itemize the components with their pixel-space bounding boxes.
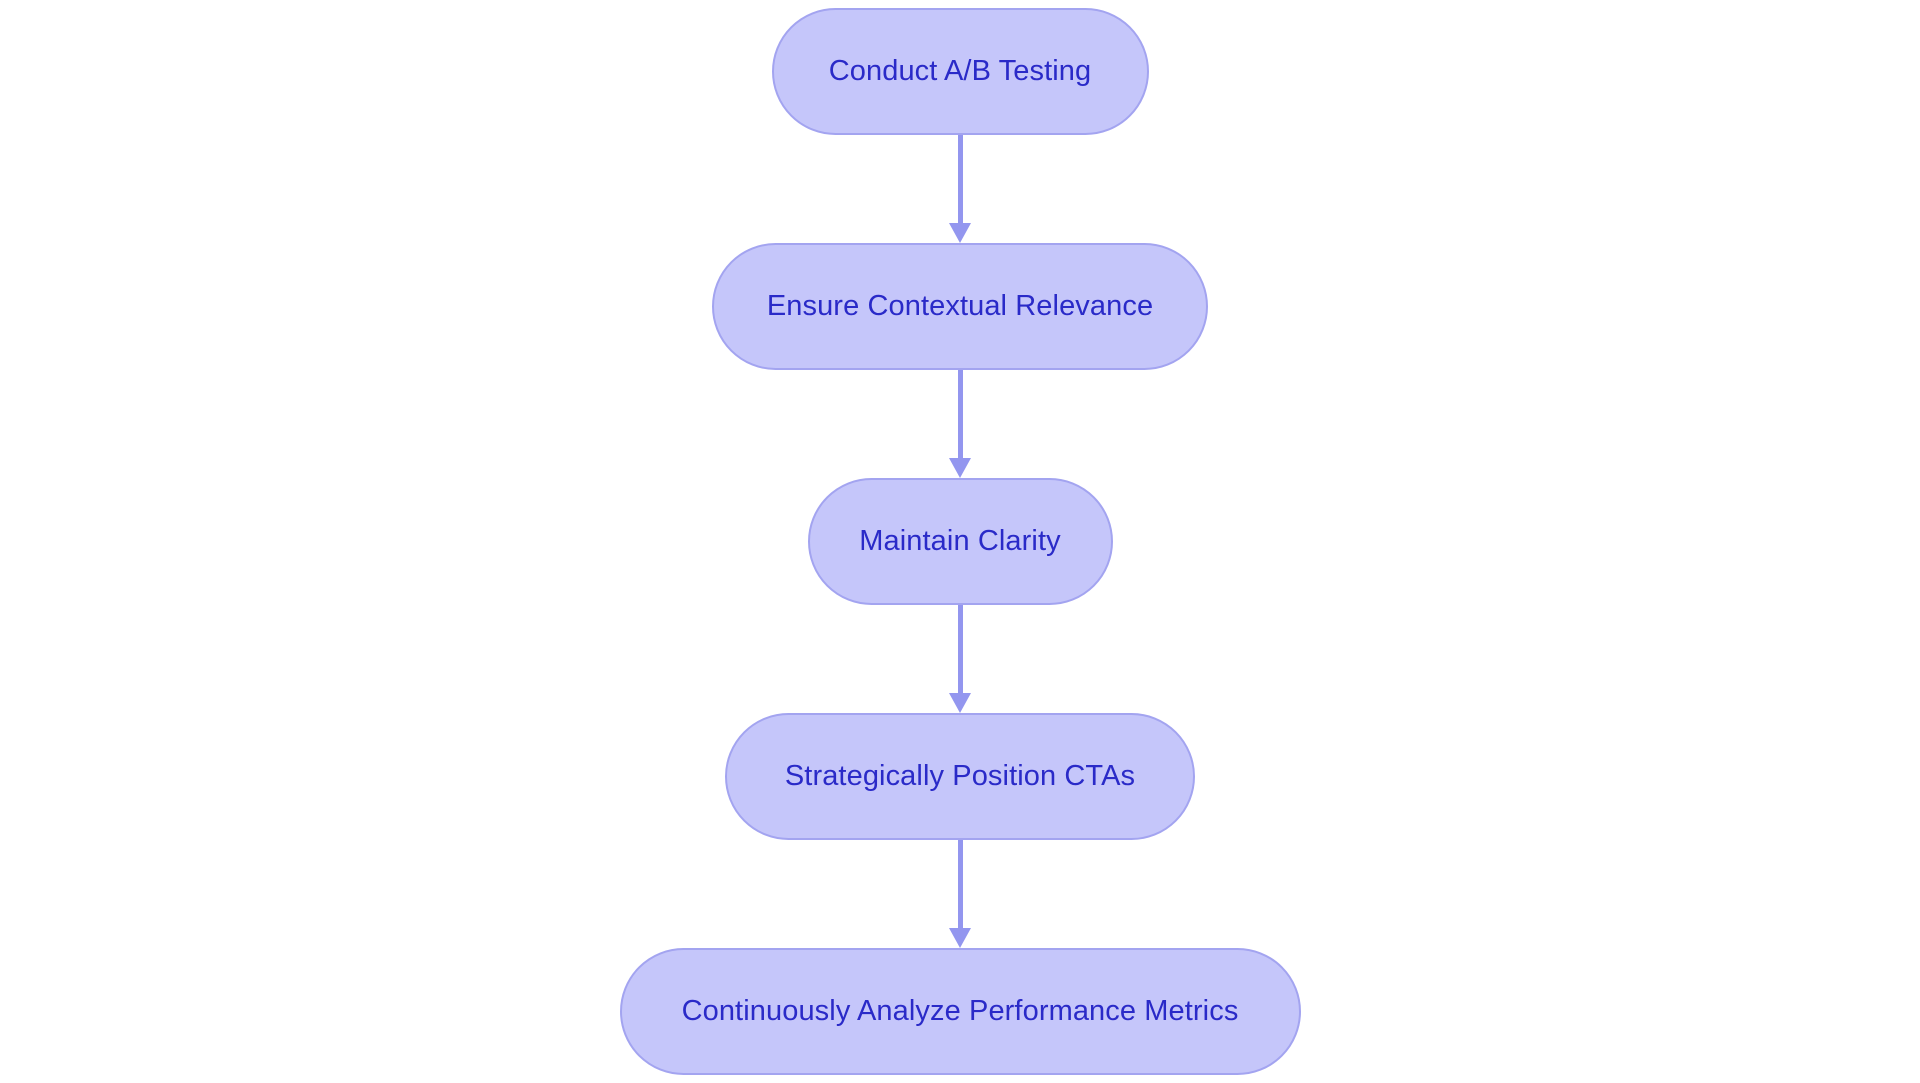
flow-node-label: Strategically Position CTAs — [784, 760, 1136, 792]
flow-edge-node-4-to-node-5 — [948, 840, 972, 948]
flow-node-label: Continuously Analyze Performance Metrics — [681, 995, 1239, 1027]
arrow-down-icon — [949, 458, 971, 478]
flow-node-label: Conduct A/B Testing — [828, 55, 1092, 87]
edge-line — [957, 370, 963, 458]
flow-edge-node-1-to-node-2 — [948, 135, 972, 243]
edge-line — [957, 840, 963, 928]
flow-edge-node-3-to-node-4 — [948, 605, 972, 713]
edge-line — [957, 605, 963, 693]
flow-node-conduct-ab-testing[interactable]: Conduct A/B Testing — [771, 8, 1149, 135]
edge-line — [957, 135, 963, 223]
arrow-down-icon — [949, 693, 971, 713]
flow-node-strategically-position-ctas[interactable]: Strategically Position CTAs — [725, 713, 1195, 840]
arrow-down-icon — [949, 223, 971, 243]
flow-node-ensure-contextual-relevance[interactable]: Ensure Contextual Relevance — [712, 243, 1208, 370]
flow-node-label: Maintain Clarity — [859, 525, 1061, 557]
flow-node-label: Ensure Contextual Relevance — [766, 290, 1154, 322]
arrow-down-icon — [949, 928, 971, 948]
flow-edge-node-2-to-node-3 — [948, 370, 972, 478]
flow-node-maintain-clarity[interactable]: Maintain Clarity — [807, 478, 1113, 605]
flow-node-continuously-analyze-performance-metrics[interactable]: Continuously Analyze Performance Metrics — [619, 948, 1301, 1075]
